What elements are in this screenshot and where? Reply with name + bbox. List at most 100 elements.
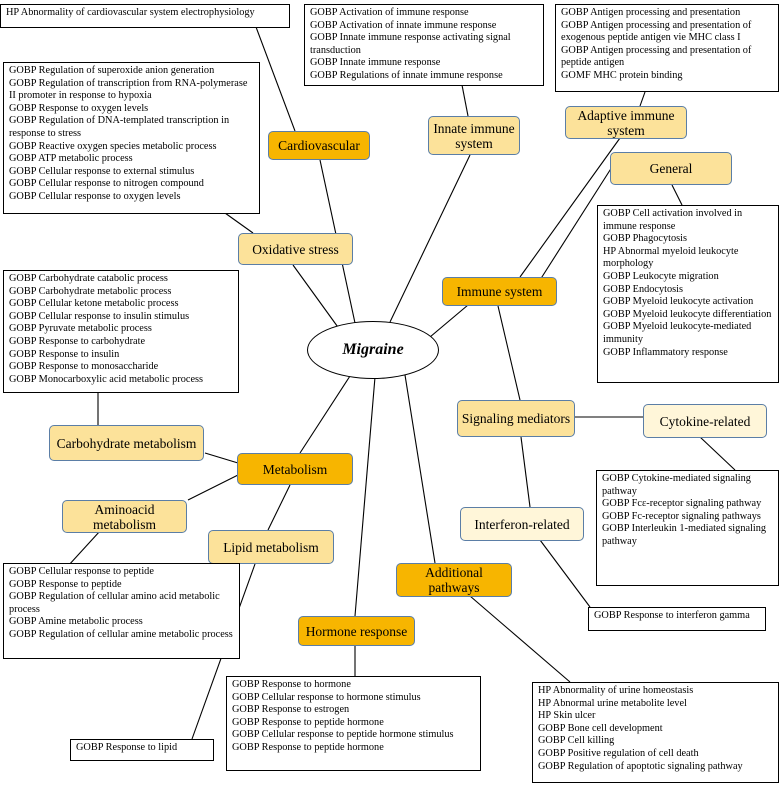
term-item: GOMF MHC protein binding	[561, 69, 683, 81]
link-center-additional	[404, 374, 436, 564]
term-item: GOBP Cellular response to nitrogen compo…	[9, 178, 204, 190]
term-item: GOBP Cellular response to insulin stimul…	[9, 310, 190, 322]
term-item: GOBP Cellular response to peptide	[9, 566, 154, 577]
link-cytokine-box	[699, 436, 736, 471]
category-additional-pathways: Additional pathways	[396, 563, 512, 597]
term-item: GOBP Response to insulin	[9, 348, 120, 360]
term-item: GOBP Response to peptide hormone	[232, 741, 384, 753]
term-box-lipid: GOBP Response to lipid	[70, 739, 214, 761]
term-item: GOBP Fcε-receptor signaling pathway	[602, 498, 762, 510]
term-box-cardiovascular-hp: HP Abnormality of cardiovascular system …	[0, 4, 290, 28]
category-oxidative-stress: Oxidative stress	[238, 233, 353, 265]
link-center-innate	[389, 154, 471, 323]
term-item: HP Skin ulcer	[538, 710, 596, 722]
term-item: GOBP Regulation of DNA-templated transcr…	[9, 115, 230, 139]
term-item: GOBP Regulations of innate immune respon…	[310, 69, 503, 81]
category-metabolism: Metabolism	[237, 453, 353, 485]
term-item: GOBP Cell killing	[538, 735, 615, 747]
category-innate-immune-system: Innate immune system	[428, 116, 520, 155]
term-item: GOBP Response to carbohydrate	[9, 335, 146, 347]
term-item: GOBP Carbohydrate catabolic process	[9, 273, 168, 284]
link-immune-adaptive	[519, 137, 621, 278]
term-item: GOBP Innate immune response	[310, 57, 441, 69]
term-box-aminoacid: GOBP Cellular response to peptide GOBP R…	[3, 563, 240, 659]
term-item: GOBP Fc-receptor signaling pathways	[602, 510, 761, 522]
term-item: GOBP Inflammatory response	[603, 346, 728, 358]
term-item: GOBP Regulation of cellular amine metabo…	[9, 628, 233, 640]
term-item: GOBP Leukocyte migration	[603, 270, 719, 282]
term-item: GOBP Antigen processing and presentation…	[561, 19, 752, 44]
link-aminoacid-box	[67, 530, 101, 567]
term-item: HP Abnormality of cardiovascular system …	[6, 7, 255, 18]
term-box-innate-immune: GOBP Activation of immune response GOBP …	[304, 4, 544, 86]
link-oxidative-box	[224, 212, 254, 234]
term-item: GOBP Cell activation involved in immune …	[603, 208, 743, 232]
link-center-oxidative	[292, 264, 341, 331]
term-item: GOBP Antigen processing and presentation…	[561, 44, 752, 69]
term-item: HP Abnormality of urine homeostasis	[538, 685, 694, 696]
term-item: GOBP Cellular response to peptide hormon…	[232, 729, 454, 741]
link-metabolism-aminoacid	[187, 473, 241, 501]
term-item: GOBP Activation of immune response	[310, 7, 469, 18]
term-item: GOBP Cellular response to hormone stimul…	[232, 691, 421, 703]
term-item: GOBP Response to lipid	[76, 742, 178, 753]
term-item: GOBP Reactive oxygen species metabolic p…	[9, 140, 217, 152]
term-box-adaptive-immune: GOBP Antigen processing and presentation…	[555, 4, 779, 92]
term-item: GOBP Cytokine-mediated signaling pathway	[602, 473, 751, 497]
category-adaptive-immune-system: Adaptive immune system	[565, 106, 687, 139]
term-item: GOBP Regulation of transcription from RN…	[9, 77, 248, 102]
link-metabolism-lipid	[267, 484, 291, 531]
term-item: GOBP Antigen processing and presentation	[561, 7, 741, 18]
term-item: GOBP ATP metabolic process	[9, 153, 133, 165]
term-item: GOBP Phagocytosis	[603, 233, 688, 245]
category-aminoacid-metabolism: Aminoacid metabolism	[62, 500, 187, 533]
term-item: GOBP Regulation of superoxide anion gene…	[9, 65, 215, 76]
category-general: General	[610, 152, 732, 185]
category-cardiovascular: Cardiovascular	[268, 131, 370, 160]
link-general-box	[671, 184, 683, 206]
term-item: GOBP Innate immune response activating s…	[310, 32, 511, 56]
term-item: GOBP Interleukin 1-mediated signaling pa…	[602, 523, 767, 547]
term-item: GOBP Cellular ketone metabolic process	[9, 298, 179, 310]
term-box-hormone: GOBP Response to hormone GOBP Cellular r…	[226, 676, 481, 771]
term-item: GOBP Response to monosaccharide	[9, 361, 159, 373]
term-box-general: GOBP Cell activation involved in immune …	[597, 205, 779, 383]
category-signaling-mediators: Signaling mediators	[457, 400, 575, 437]
term-item: GOBP Endocytosis	[603, 283, 683, 295]
term-item: GOBP Cellular response to external stimu…	[9, 165, 195, 177]
term-item: HP Abnormal myeloid leukocyte morphology	[603, 245, 739, 270]
term-item: GOBP Regulation of apoptotic signaling p…	[538, 760, 743, 772]
center-node-migraine: Migraine	[307, 321, 439, 379]
term-box-oxidative-stress: GOBP Regulation of superoxide anion gene…	[3, 62, 260, 214]
term-item: GOBP Myeloid leukocyte-mediated immunity	[603, 321, 752, 345]
term-box-interferon: GOBP Response to interferon gamma	[588, 607, 766, 631]
term-item: GOBP Carbohydrate metabolic process	[9, 285, 172, 297]
link-center-immune	[429, 304, 469, 338]
link-cardio-hp	[255, 26, 296, 132]
link-interferon-box	[539, 539, 591, 608]
term-item: GOBP Monocarboxylic acid metabolic proce…	[9, 373, 204, 385]
term-item: GOBP Response to peptide	[9, 578, 122, 590]
category-cytokine-related: Cytokine-related	[643, 404, 767, 438]
term-box-cytokine: GOBP Cytokine-mediated signaling pathway…	[596, 470, 779, 586]
term-item: GOBP Myeloid leukocyte differentiation	[603, 308, 772, 320]
category-interferon-related: Interferon-related	[460, 507, 584, 541]
term-item: GOBP Regulation of cellular amino acid m…	[9, 591, 220, 615]
term-item: GOBP Activation of innate immune respons…	[310, 19, 497, 31]
term-item: GOBP Response to peptide hormone	[232, 716, 384, 728]
term-item: GOBP Cellular response to oxygen levels	[9, 190, 181, 202]
term-box-additional: HP Abnormality of urine homeostasis HP A…	[532, 682, 779, 783]
term-item: GOBP Myeloid leukocyte activation	[603, 296, 754, 308]
link-immune-signaling	[497, 305, 521, 401]
category-lipid-metabolism: Lipid metabolism	[208, 530, 334, 564]
link-metabolism-carbohydrate	[204, 452, 239, 464]
link-center-hormone	[354, 376, 376, 617]
link-adaptive-box	[639, 91, 646, 107]
term-item: GOBP Response to oxygen levels	[9, 102, 149, 114]
term-item: GOBP Amine metabolic process	[9, 616, 143, 628]
link-additional-box	[469, 595, 571, 683]
term-item: GOBP Bone cell development	[538, 722, 663, 734]
link-center-metabolism	[299, 375, 351, 454]
